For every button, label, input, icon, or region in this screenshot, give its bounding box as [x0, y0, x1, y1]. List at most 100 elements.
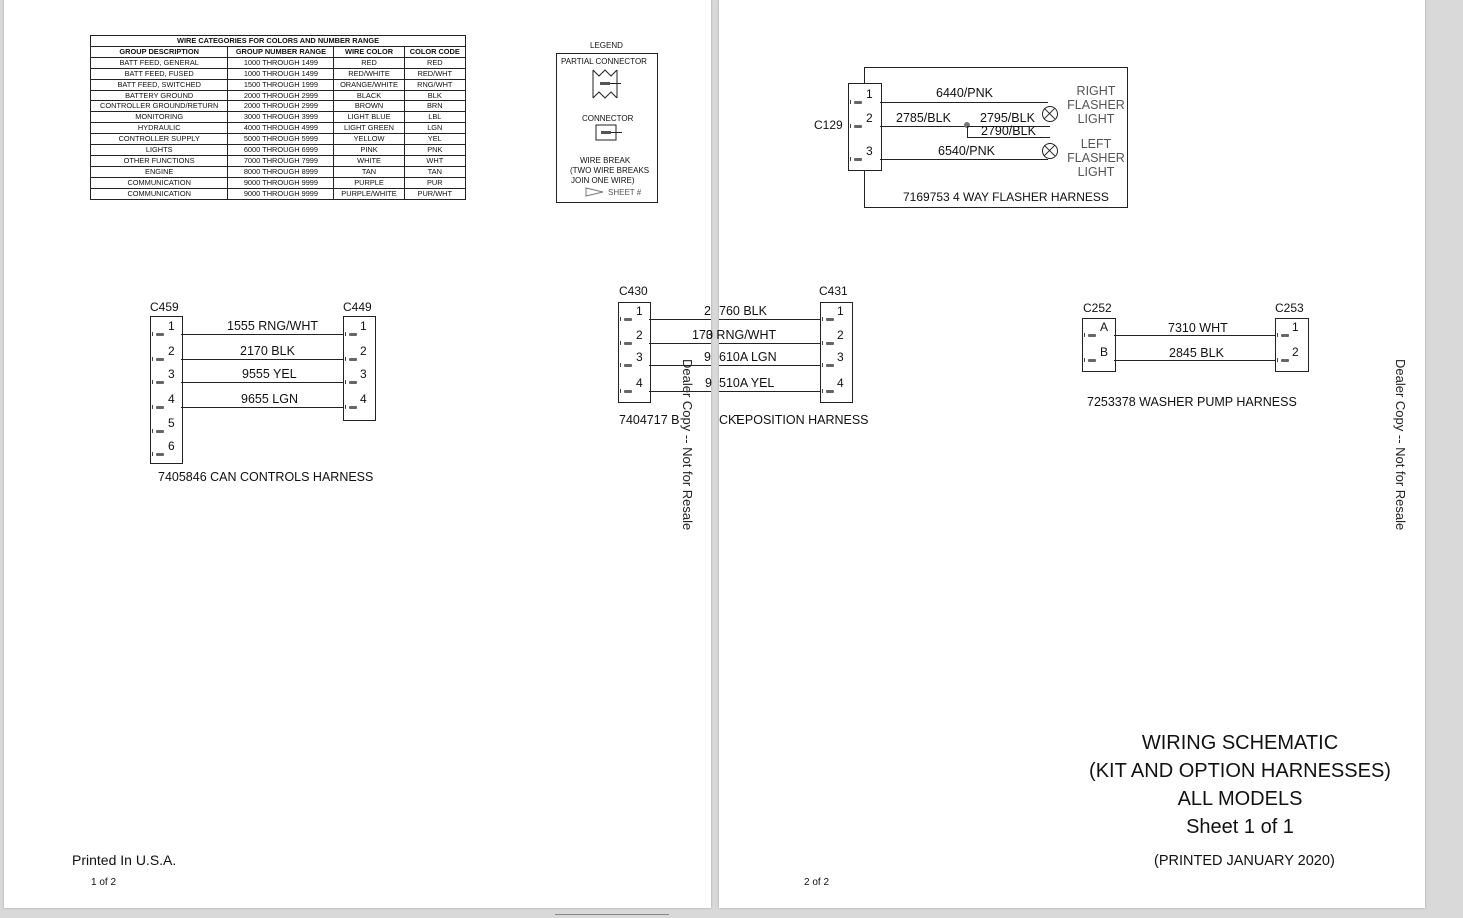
connector-c253 [1275, 318, 1309, 372]
c431-terminal [822, 363, 835, 367]
table-cell: LIGHTS [89, 144, 229, 156]
can-wire [181, 334, 343, 335]
c459-pin-label: 4 [168, 392, 175, 406]
left-flasher-lamp-icon [1042, 143, 1058, 159]
table-header-cell: WIRE COLOR [333, 45, 405, 58]
c129-terminal [850, 157, 863, 161]
c459-terminal [152, 452, 165, 456]
table-cell: BRN [403, 100, 467, 113]
table-cell: 7000 THROUGH 7999 [227, 154, 335, 167]
bucket-wire-label-right: 760 BLK [719, 304, 767, 318]
c129-terminal [850, 100, 863, 104]
washer-wire-label: 7310 WHT [1168, 321, 1228, 335]
table-cell: LIGHT GREEN [333, 122, 405, 135]
washer-wire [1114, 360, 1275, 361]
can-wire-label: 9655 LGN [241, 392, 298, 406]
c252-terminal [1084, 358, 1097, 362]
table-cell: 9000 THROUGH 9999 [227, 176, 335, 189]
c459-terminal [152, 357, 165, 361]
connector-c449 [343, 316, 376, 421]
table-cell: LGN [403, 122, 467, 135]
bucket-wire-label-right: 610A LGN [719, 350, 777, 364]
left-flasher-light-label: LEFT FLASHER LIGHT [1065, 137, 1127, 179]
table-cell: TAN [333, 165, 405, 178]
c129-pin-label: 3 [866, 144, 873, 158]
bucket-harness-name-right: T POSITION HARNESS [734, 413, 869, 427]
table-cell: COMMUNICATION [89, 187, 229, 200]
right-light-line-3: LIGHT [1077, 112, 1115, 126]
table-cell: BATTERY GROUND [89, 89, 229, 102]
table-cell: 3000 THROUGH 3999 [227, 111, 335, 124]
connector-c449-label: C449 [343, 300, 372, 314]
table-cell: RED [403, 56, 467, 69]
table-cell: BATT FEED, SWITCHED [89, 78, 229, 91]
bucket-wire-right [719, 365, 820, 366]
c430-terminal [620, 317, 633, 321]
bucket-harness-name-left: 7404717 B [619, 413, 680, 427]
c129-terminal [850, 124, 863, 128]
left-light-line-1: LEFT [1080, 137, 1112, 151]
c459-terminal [152, 429, 165, 433]
table-cell: ENGINE [89, 165, 229, 178]
right-flasher-lamp-icon [1042, 106, 1058, 122]
table-cell: BLACK [333, 89, 405, 102]
c459-pin-label: 2 [168, 344, 175, 358]
c129-pin-label: 2 [866, 111, 873, 125]
partial-connector-icon [592, 69, 621, 99]
table-cell: BATT FEED, GENERAL [89, 56, 229, 69]
c459-pin-label: 3 [168, 367, 175, 381]
watermark-page1: Dealer Copy -- Not for Resale [680, 359, 695, 531]
table-header-cell: GROUP NUMBER RANGE [227, 45, 335, 58]
table-cell: YEL [403, 133, 467, 146]
table-cell: RED/WHT [403, 67, 467, 80]
connector-c129-label: C129 [814, 118, 843, 132]
connector-c431-label: C431 [819, 284, 848, 298]
wire-2785 [880, 126, 967, 127]
wire-label-6540: 6540/PNK [938, 144, 995, 158]
left-light-line-2: FLASHER [1067, 151, 1125, 165]
c459-pin-label: 5 [168, 416, 175, 430]
page-1: WIRE CATEGORIES FOR COLORS AND NUMBER RA… [4, 0, 713, 908]
c459-pin-label: 1 [168, 319, 175, 333]
connector-c431 [820, 302, 853, 403]
c449-pin-label: 4 [360, 392, 367, 406]
legend-sheet: SHEET # [608, 188, 642, 197]
c431-terminal [822, 317, 835, 321]
table-cell: BROWN [333, 100, 405, 113]
c252-terminal [1084, 333, 1097, 337]
c253-pin-label: 1 [1292, 320, 1299, 334]
bucket-wire-left [649, 319, 711, 320]
c449-terminal [345, 332, 358, 336]
table-cell: YELLOW [333, 133, 405, 146]
c431-terminal [822, 389, 835, 393]
can-wire [181, 407, 343, 408]
c430-terminal [620, 389, 633, 393]
c252-pin-label: A [1100, 320, 1109, 334]
c430-pin-label: 2 [636, 328, 643, 342]
can-wire-label: 9555 YEL [242, 367, 297, 381]
wire-label-2790: 2790/BLK [981, 124, 1036, 138]
bucket-wire-right [719, 319, 820, 320]
c459-terminal [152, 380, 165, 384]
bucket-wire-label-left: 173 [692, 328, 713, 342]
table-cell: RED/WHITE [333, 67, 405, 80]
table-cell: 9000 THROUGH 9999 [227, 187, 335, 200]
c253-pin-label: 2 [1292, 345, 1299, 359]
table-cell: 8000 THROUGH 8999 [227, 165, 335, 178]
c459-terminal [152, 332, 165, 336]
table-cell: PINK [333, 144, 405, 156]
c430-terminal [620, 363, 633, 367]
legend-connector-label: CONNECTOR [582, 114, 634, 123]
bucket-wire-right [719, 391, 820, 392]
bucket-wire-left [649, 343, 711, 344]
c129-pin-label: 1 [866, 87, 873, 101]
connector-c430-label: C430 [619, 284, 648, 298]
scroll-indicator[interactable] [555, 914, 669, 915]
